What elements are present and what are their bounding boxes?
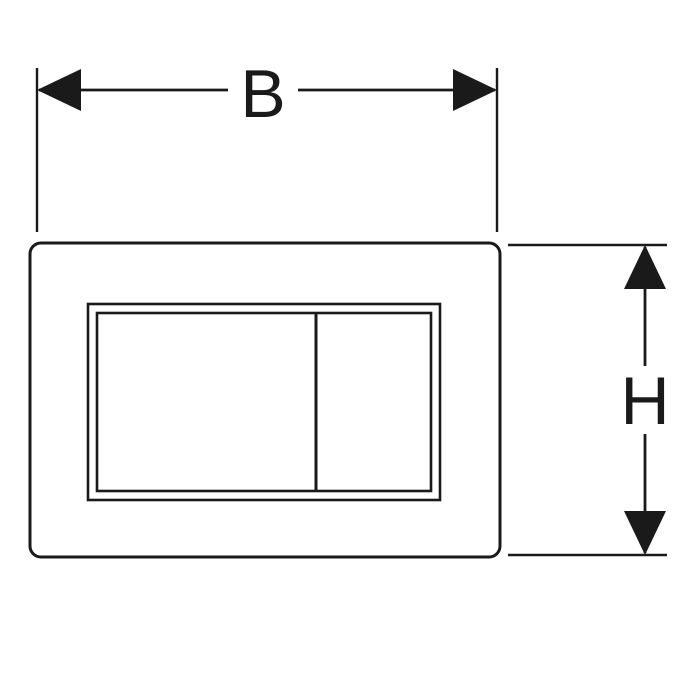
height-dimension: H: [508, 243, 670, 557]
height-label: H: [620, 363, 669, 439]
arrow-up-icon: [624, 245, 666, 289]
width-label: B: [240, 56, 285, 132]
plate-outer-frame: [28, 241, 502, 559]
arrow-left-icon: [37, 69, 81, 111]
button-frame-inner: [95, 311, 433, 493]
button-frame-outer: [86, 302, 442, 502]
flush-plate: [28, 241, 502, 559]
arrow-right-icon: [453, 69, 497, 111]
arrow-down-icon: [624, 511, 666, 555]
width-dimension: B: [35, 56, 499, 232]
